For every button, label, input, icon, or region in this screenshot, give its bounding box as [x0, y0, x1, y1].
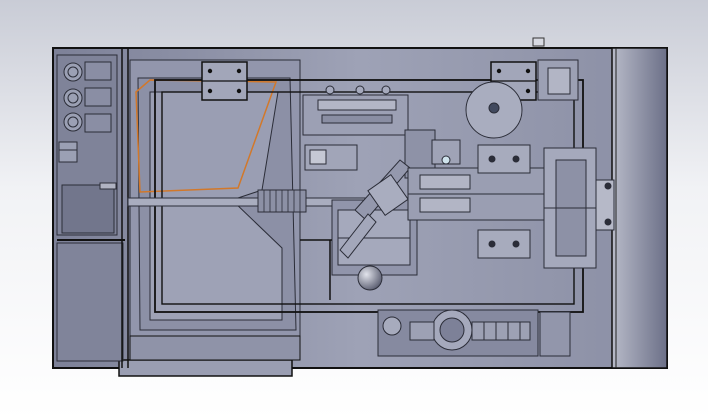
- bottom-mount-tab: [118, 359, 293, 377]
- selected-sketch-outline[interactable]: [135, 79, 278, 193]
- frame-posts: [121, 48, 129, 368]
- left-fittings-column[interactable]: [56, 54, 125, 362]
- bottom-pipe-fittings[interactable]: [377, 309, 571, 357]
- central-mechanism[interactable]: [302, 85, 436, 276]
- right-actuator-assembly[interactable]: [407, 139, 615, 269]
- lower-inner-frame: [129, 239, 332, 361]
- top-right-pulley[interactable]: [465, 59, 579, 139]
- sphere-knob-icon[interactable]: [357, 265, 383, 291]
- right-end-panel[interactable]: [611, 47, 668, 369]
- sensor-dot-icon: [441, 155, 451, 165]
- hinge-left[interactable]: [201, 61, 248, 101]
- top-connector: [532, 37, 545, 47]
